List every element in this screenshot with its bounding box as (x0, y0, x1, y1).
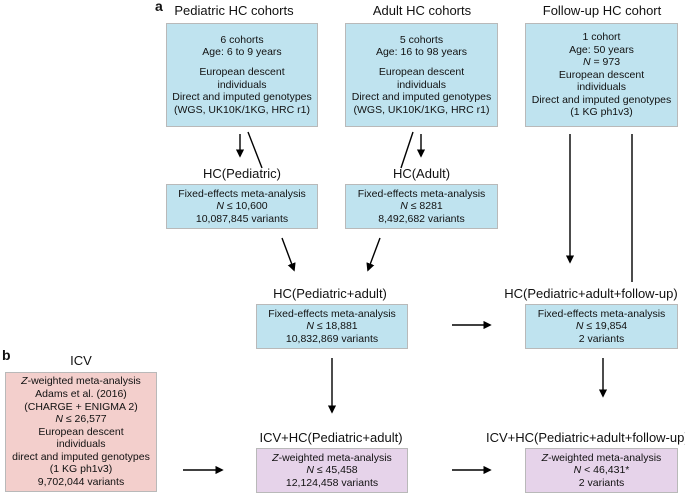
followup-sample-size: N = 973 (582, 56, 621, 69)
adult-ancestry-line2: individuals (396, 78, 447, 91)
icv-hc-sample-size: N ≤ 45,458 (306, 464, 358, 477)
icv-consortia: (CHARGE + ENIGMA 2) (24, 400, 138, 413)
adult-reference-panels: (WGS, UK10K/1KG, HRC r1) (353, 103, 490, 116)
icv-ancestry-line2: individuals (56, 438, 106, 451)
hc-adult-variant-count: 8,492,682 variants (378, 212, 465, 225)
followup-genotypes: Direct and imputed genotypes (531, 93, 672, 106)
followup-cohort-box: 1 cohort Age: 50 years N = 973 European … (525, 23, 678, 127)
hc-adult-box: Fixed-effects meta-analysis N ≤ 8281 8,4… (345, 184, 498, 229)
icv-hc-method: Z-weighted meta-analysis (272, 451, 392, 464)
icv-reference-panel: (1 KG ph1v3) (49, 463, 113, 476)
icv-hc-followup-variant-count: 2 variants (578, 476, 625, 489)
followup-ancestry-line2: individuals (576, 81, 627, 94)
hc-pediatric-adult-variant-count: 10,832,869 variants (285, 332, 379, 345)
hc-pediatric-method: Fixed-effects meta-analysis (178, 187, 306, 200)
pediatric-genotypes: Direct and imputed genotypes (172, 91, 312, 104)
hc-pediatric-heading: HC(Pediatric) (202, 166, 281, 181)
hc-adult-sample-size: N ≤ 8281 (400, 200, 443, 213)
pediatric-ancestry-line2: individuals (217, 78, 267, 91)
followup-cohort-heading: Follow-up HC cohort (542, 3, 662, 18)
icv-genotypes: direct and imputed genotypes (12, 450, 150, 463)
icv-hc-followup-heading: ICV+HC(Pediatric+adult+follow-up) (486, 430, 685, 445)
arrow-hc-pediatric-to-combined (281, 237, 296, 272)
hc-pediatric-adult-followup-sample-size: N ≤ 19,854 (575, 320, 628, 333)
hc-pediatric-adult-followup-method: Fixed-effects meta-analysis (537, 307, 666, 320)
adult-genotypes: Direct and imputed genotypes (351, 91, 492, 104)
line-pediatric-bypass (247, 131, 263, 169)
pediatric-ancestry-line1: European descent (199, 65, 285, 78)
pediatric-reference-panels: (WGS, UK10K/1KG, HRC r1) (174, 103, 310, 116)
hc-pediatric-adult-method: Fixed-effects meta-analysis (268, 307, 396, 320)
adult-age: Age: 16 to 98 years (375, 46, 468, 59)
pediatric-cohorts-box: 6 cohorts Age: 6 to 9 years European des… (166, 23, 318, 127)
icv-variant-count: 9,702,044 variants (37, 476, 125, 489)
icv-hc-variant-count: 12,124,458 variants (285, 476, 379, 489)
pediatric-cohort-count: 6 cohorts (220, 33, 264, 46)
icv-heading: ICV (70, 353, 92, 368)
pediatric-cohorts-heading: Pediatric HC cohorts (174, 3, 294, 18)
hc-pediatric-adult-sample-size: N ≤ 18,881 (306, 320, 358, 333)
arrow-hc-adult-to-combined (366, 237, 381, 272)
icv-hc-box: Z-weighted meta-analysis N ≤ 45,458 12,1… (256, 448, 408, 493)
adult-cohort-count: 5 cohorts (399, 33, 444, 46)
icv-hc-followup-box: Z-weighted meta-analysis N < 46,431* 2 v… (525, 448, 678, 493)
icv-hc-followup-sample-size: N < 46,431* (573, 464, 630, 477)
followup-reference-panels: (1 KG ph1v3) (570, 106, 633, 119)
hc-pediatric-box: Fixed-effects meta-analysis N ≤ 10,600 1… (166, 184, 318, 229)
panel-label-b: b (2, 347, 11, 363)
pediatric-age: Age: 6 to 9 years (202, 46, 282, 59)
hc-pediatric-adult-followup-heading: HC(Pediatric+adult+follow-up) (504, 286, 678, 301)
hc-adult-heading: HC(Adult) (392, 166, 451, 181)
hc-pediatric-adult-heading: HC(Pediatric+adult) (273, 286, 387, 301)
hc-pediatric-variant-count: 10,087,845 variants (195, 212, 289, 225)
adult-ancestry-line1: European descent (378, 65, 465, 78)
icv-method: Z-weighted meta-analysis (21, 375, 141, 388)
line-adult-bypass (400, 131, 414, 169)
icv-sample-size: N ≤ 26,577 (55, 413, 107, 426)
icv-hc-followup-method: Z-weighted meta-analysis (541, 451, 662, 464)
icv-reference: Adams et al. (2016) (35, 387, 127, 400)
followup-age: Age: 50 years (569, 43, 634, 56)
followup-cohort-count: 1 cohort (582, 30, 621, 43)
panel-label-a: a (155, 0, 163, 14)
hc-adult-method: Fixed-effects meta-analysis (357, 187, 486, 200)
adult-cohorts-box: 5 cohorts Age: 16 to 98 years European d… (345, 23, 498, 127)
icv-hc-heading: ICV+HC(Pediatric+adult) (259, 430, 403, 445)
hc-pediatric-adult-box: Fixed-effects meta-analysis N ≤ 18,881 1… (256, 304, 408, 349)
hc-pediatric-sample-size: N ≤ 10,600 (216, 200, 268, 213)
followup-ancestry-line1: European descent (558, 68, 645, 81)
icv-ancestry-line1: European descent (38, 425, 124, 438)
adult-cohorts-heading: Adult HC cohorts (372, 3, 472, 18)
icv-box: Z-weighted meta-analysis Adams et al. (2… (5, 372, 157, 492)
hc-pediatric-adult-followup-box: Fixed-effects meta-analysis N ≤ 19,854 2… (525, 304, 678, 349)
hc-pediatric-adult-followup-variant-count: 2 variants (578, 332, 625, 345)
